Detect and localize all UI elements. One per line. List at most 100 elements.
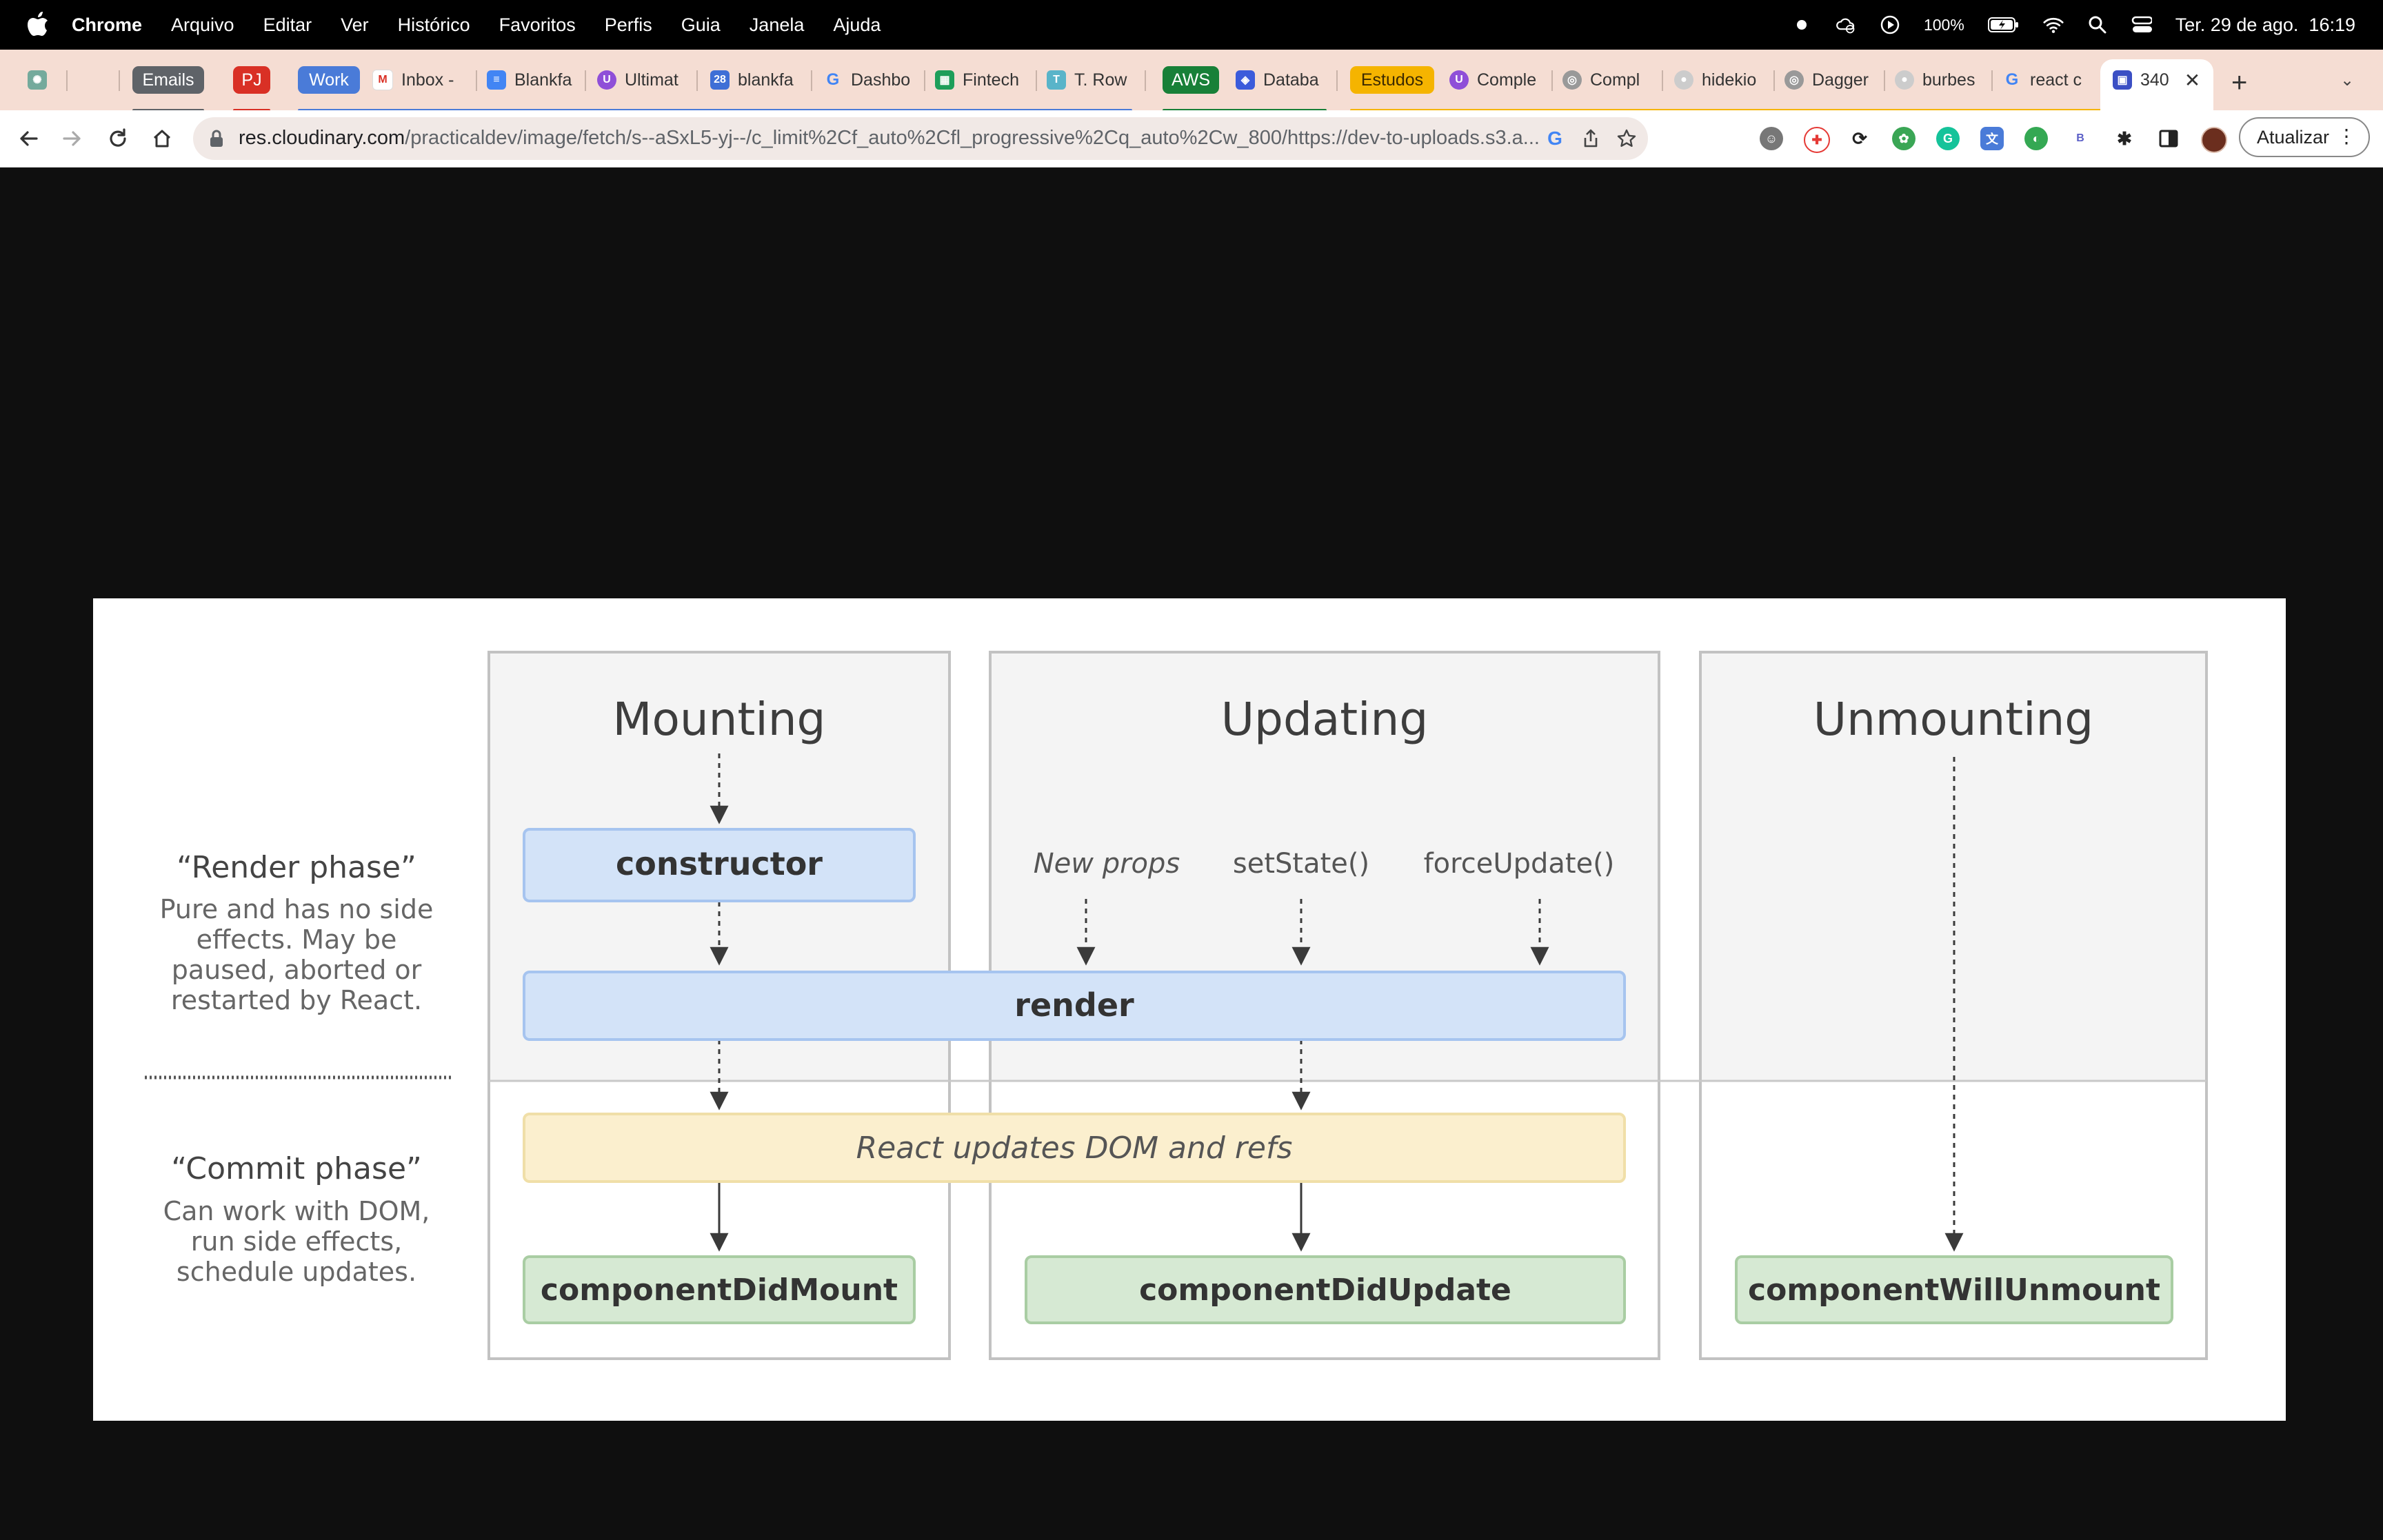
menu-janela[interactable]: Janela — [749, 14, 805, 35]
tab-blankfa-calendar[interactable]: 28 blankfa — [710, 63, 804, 97]
address-url[interactable]: res.cloudinary.com/practicaldev/image/fe… — [239, 127, 1583, 150]
google-icon: G — [2005, 70, 2019, 89]
tab-separator — [66, 70, 68, 91]
menu-ver[interactable]: Ver — [341, 14, 369, 35]
render-phase-line: paused, aborted or — [172, 955, 422, 985]
tab-separator — [1036, 70, 1037, 91]
google-docs-icon: ≡ — [487, 70, 506, 90]
google-icon: G — [826, 70, 840, 89]
udemy-icon: U — [597, 70, 616, 90]
apple-logo-icon[interactable] — [26, 12, 50, 38]
extension-translate-icon[interactable]: 文 — [1980, 127, 2004, 150]
tab-close-icon[interactable]: ✕ — [2184, 69, 2201, 91]
new-tab-plus-icon[interactable]: + — [2231, 68, 2248, 98]
menu-perfis[interactable]: Perfis — [604, 14, 652, 35]
tab-blankfa-doc[interactable]: ≡Blankfa — [487, 63, 581, 97]
tab-comple-2[interactable]: ◎Compl — [1562, 63, 1655, 97]
new-props-trigger: New props — [1034, 848, 1180, 880]
menu-app-name[interactable]: Chrome — [72, 14, 143, 35]
extension-google-icon[interactable]: ◐ — [2024, 127, 2048, 150]
render-label: render — [1014, 986, 1134, 1024]
component-will-unmount-box: componentWillUnmount — [1735, 1255, 2173, 1324]
tab-title: Dashbo — [851, 70, 911, 90]
tab-separator — [1991, 70, 1993, 91]
update-button[interactable]: Atualizar⋮ — [2239, 117, 2370, 157]
extension-medical-icon[interactable]: ✚ — [1804, 127, 1830, 153]
spotlight-search-icon[interactable] — [2087, 14, 2108, 35]
menu-bar-clock[interactable]: Ter. 29 de ago. 16:19 — [2175, 14, 2355, 35]
extensions-puzzle-icon[interactable]: ✱ — [2113, 127, 2136, 150]
profile-avatar[interactable] — [2201, 127, 2227, 153]
url-path: /practicaldev/image/fetch/s--aSxL5-yj--/… — [405, 127, 1540, 149]
tab-title: hidekio — [1702, 70, 1757, 90]
component-did-update-box: componentDidUpdate — [1025, 1255, 1626, 1324]
home-icon[interactable] — [148, 124, 177, 153]
tab-hidekio[interactable]: ●hidekio — [1674, 63, 1768, 97]
udemy-icon: U — [1449, 70, 1469, 90]
extension-sync-icon[interactable]: ⟳ — [1848, 127, 1871, 150]
updating-heading: Updating — [1221, 693, 1428, 746]
tab-burbes[interactable]: ● burbes — [1895, 63, 1986, 97]
tab-dashboard[interactable]: G Dashbo — [823, 63, 917, 97]
extension-octopus-icon[interactable]: ☺ — [1760, 127, 1783, 150]
share-icon[interactable] — [1580, 128, 1601, 149]
tab-group-estudos[interactable]: Estudos — [1350, 66, 1434, 94]
extension-evernote-icon[interactable]: ✿ — [1892, 127, 1916, 150]
bookmark-star-icon[interactable] — [1616, 128, 1637, 149]
wifi-icon[interactable] — [2043, 14, 2064, 35]
trowe-icon: T — [1047, 70, 1066, 90]
lock-icon[interactable] — [208, 129, 225, 148]
commit-phase-line: schedule updates. — [177, 1257, 416, 1287]
commit-phase-arrows — [710, 1181, 1311, 1252]
side-panel-icon[interactable] — [2157, 127, 2180, 150]
play-circle-icon[interactable] — [1880, 14, 1900, 35]
tab-active-content[interactable]: ▣340✕ — [2113, 63, 2209, 97]
dom-update-label: React updates DOM and refs — [856, 1131, 1293, 1166]
component-will-unmount-label: componentWillUnmount — [1748, 1273, 2160, 1308]
tab-chatgpt[interactable]: ✺ — [28, 63, 55, 97]
more-menu-icon[interactable]: ⋮ — [2337, 125, 2356, 147]
tab-database[interactable]: ◈Databa — [1236, 63, 1327, 97]
tab-title: blankfa — [738, 70, 794, 90]
tab-group-pj[interactable]: PJ — [233, 66, 270, 94]
tab-separator — [924, 70, 925, 91]
component-did-mount-box: componentDidMount — [523, 1255, 916, 1324]
reload-icon[interactable] — [103, 124, 132, 153]
render-phase-arrows — [710, 753, 1964, 1252]
back-arrow-icon[interactable] — [14, 124, 43, 153]
tab-separator — [1884, 70, 1885, 91]
github-icon: ● — [1895, 70, 1914, 90]
menu-historico[interactable]: Histórico — [397, 14, 470, 35]
tab-apple[interactable] — [81, 63, 109, 97]
menu-arquivo[interactable]: Arquivo — [171, 14, 234, 35]
control-center-icon[interactable] — [2131, 14, 2152, 35]
calendar-icon: 28 — [710, 70, 730, 90]
forward-arrow-icon[interactable] — [58, 124, 87, 153]
menu-editar[interactable]: Editar — [263, 14, 312, 35]
extension-b-icon[interactable]: B — [2069, 127, 2092, 150]
weather-icon[interactable] — [1836, 14, 1856, 35]
set-state-trigger: setState() — [1233, 848, 1369, 880]
tab-title: burbes — [1922, 70, 1975, 90]
extension-grammarly-icon[interactable]: G — [1936, 127, 1960, 150]
address-bar[interactable]: res.cloudinary.com/practicaldev/image/fe… — [193, 117, 1648, 160]
menu-ajuda[interactable]: Ajuda — [833, 14, 881, 35]
tab-fintech[interactable]: ▦Fintech — [935, 63, 1029, 97]
recording-dot-icon[interactable] — [1791, 14, 1812, 35]
tab-group-aws[interactable]: AWS — [1163, 66, 1219, 94]
sheets-icon: ▦ — [935, 70, 954, 90]
google-lens-icon[interactable]: G — [1547, 128, 1562, 149]
tab-search-chevron-icon[interactable]: ⌄ — [2340, 71, 2355, 90]
battery-percent: 100% — [1923, 15, 1964, 34]
battery-icon[interactable] — [1987, 14, 2020, 35]
tab-group-emails[interactable]: Emails — [132, 66, 204, 94]
tab-group-work[interactable]: Work — [298, 66, 360, 94]
menu-favoritos[interactable]: Favoritos — [499, 14, 576, 35]
tab-dagger[interactable]: ◎Dagger — [1784, 63, 1878, 97]
menu-guia[interactable]: Guia — [681, 14, 721, 35]
